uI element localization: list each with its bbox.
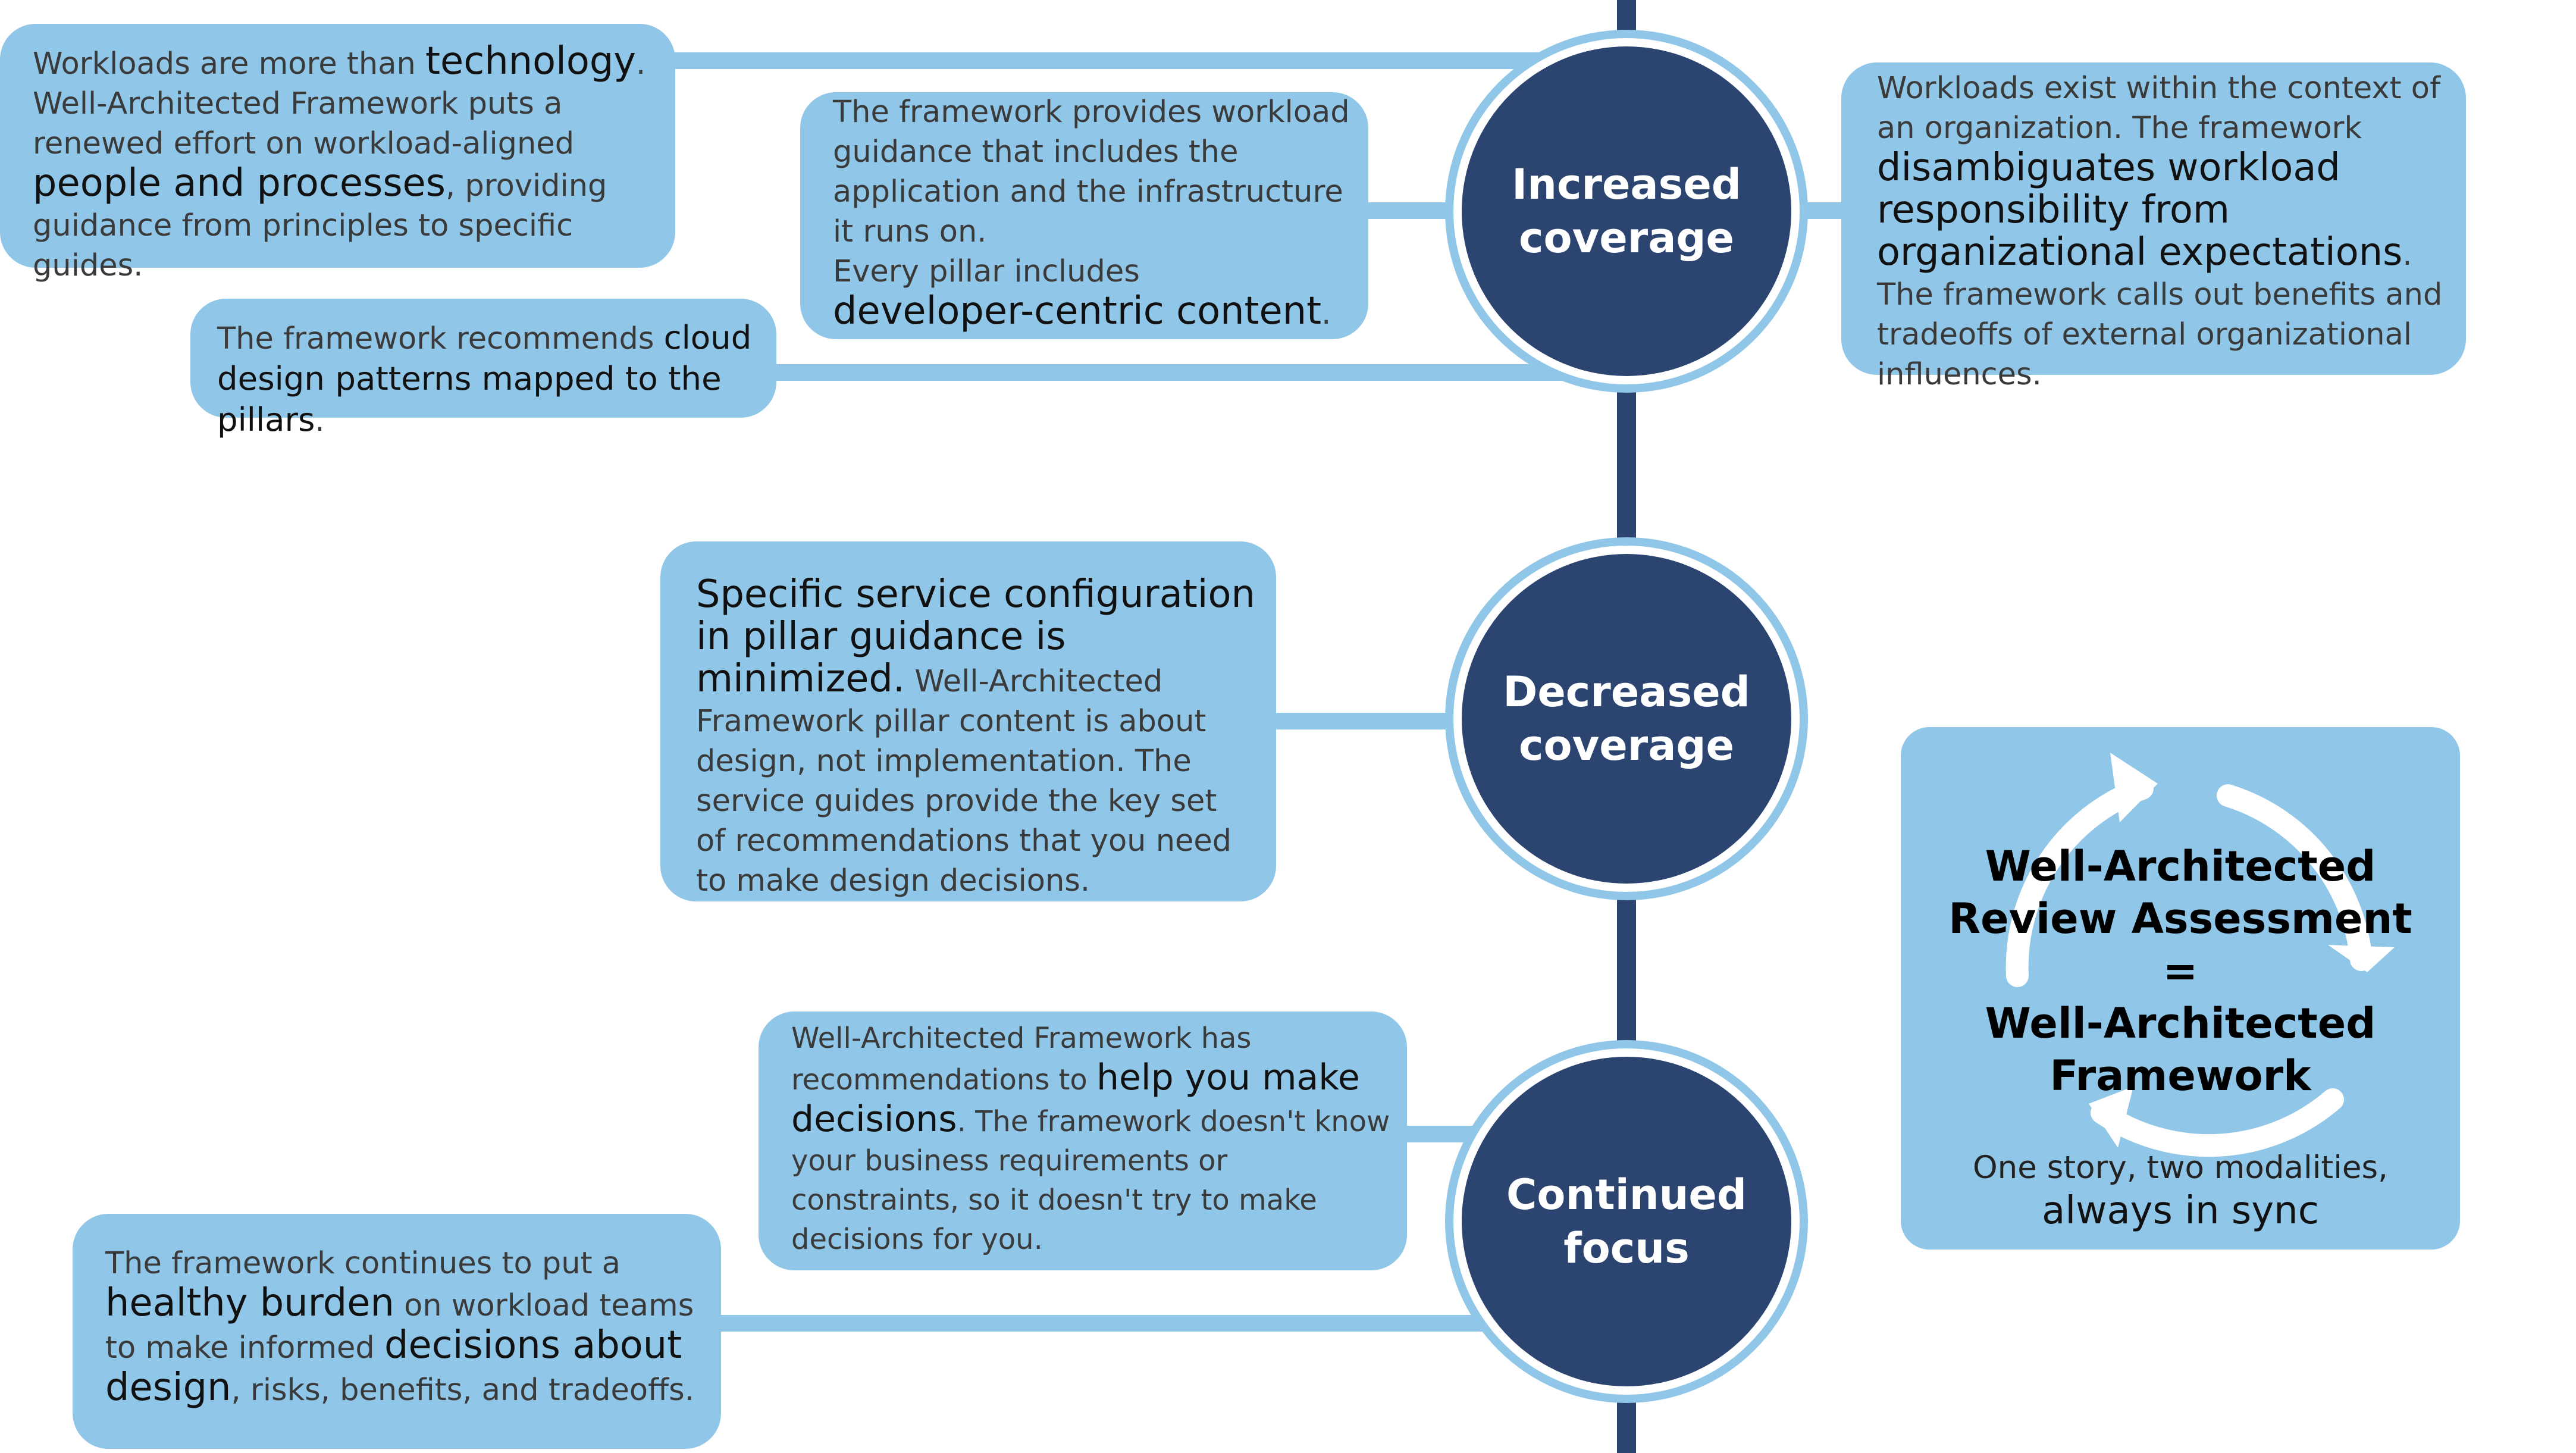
stage-circle: Decreased coverage bbox=[1462, 554, 1791, 884]
stage-title-line1: Increased bbox=[1512, 160, 1741, 209]
stage-title-line1: Decreased bbox=[1503, 668, 1750, 716]
stage-circle: Continued focus bbox=[1462, 1057, 1791, 1386]
stage-title-line2: focus bbox=[1563, 1224, 1690, 1273]
stage-increased-coverage: Increased coverage bbox=[1445, 30, 1808, 393]
cycle-arrows-icon bbox=[2005, 753, 2395, 1157]
box-service-configuration: Specific service configuration in pillar… bbox=[660, 541, 1276, 901]
box-organization: Workloads exist within the context of an… bbox=[1841, 62, 2466, 392]
stage-decreased-coverage: Decreased coverage bbox=[1445, 537, 1808, 900]
stage-circle: Increased coverage bbox=[1462, 46, 1791, 376]
connector-people bbox=[672, 52, 1565, 69]
summary-subtitle: One story, two modalities, always in syn… bbox=[1972, 1150, 2389, 1233]
stage-continued-focus: Continued focus bbox=[1445, 1040, 1808, 1403]
box-design-patterns: The framework recommends cloud design pa… bbox=[190, 299, 776, 439]
connector-burden bbox=[714, 1315, 1487, 1332]
box-people-processes: Workloads are more than technology. Well… bbox=[0, 24, 675, 283]
connector-service bbox=[1267, 713, 1469, 729]
stage-title-line2: coverage bbox=[1518, 721, 1735, 770]
box-help-decisions: Well-Architected Framework has recommend… bbox=[759, 1012, 1407, 1270]
box-developer-content: The framework provides workload guidance… bbox=[800, 92, 1368, 339]
connector-patterns bbox=[773, 364, 1571, 381]
summary-panel: Well-Architected Review Assessment = Wel… bbox=[1901, 727, 2460, 1250]
summary-title: Well-Architected Review Assessment = Wel… bbox=[1948, 842, 2412, 1100]
box-healthy-burden: The framework continues to put a healthy… bbox=[73, 1214, 721, 1449]
stage-title-line1: Continued bbox=[1506, 1170, 1747, 1219]
stage-title-line2: coverage bbox=[1518, 214, 1735, 262]
